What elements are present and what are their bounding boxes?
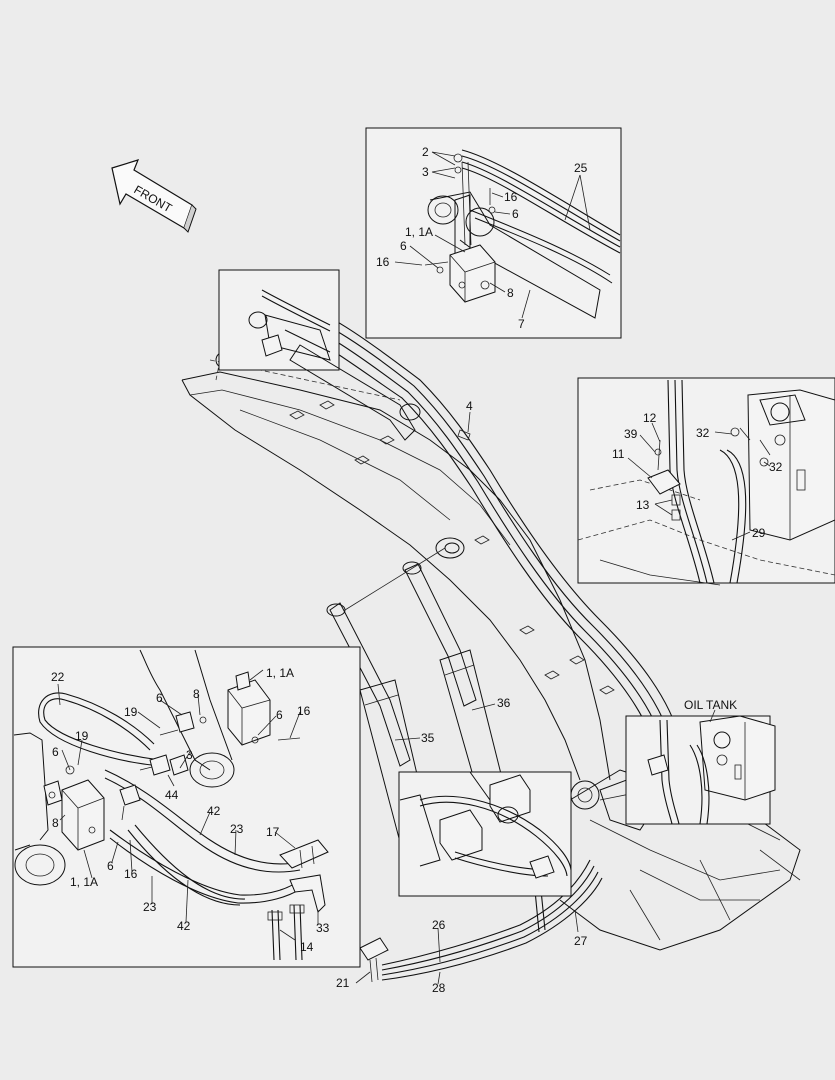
callout: 21 bbox=[336, 976, 350, 990]
inset-left-callouts: 22 1, 1A 6 8 16 19 6 19 3 44 6 8 42 23 1… bbox=[51, 666, 330, 954]
callout: 16 bbox=[376, 255, 390, 269]
inset-right-callouts: 12 39 32 11 32 13 29 bbox=[612, 411, 783, 540]
callout: 1, 1A bbox=[405, 225, 433, 239]
inset-right bbox=[577, 377, 835, 586]
callout: 6 bbox=[107, 859, 114, 873]
inset-cylinder-base bbox=[398, 771, 572, 897]
callout: 36 bbox=[497, 696, 511, 710]
callout: 39 bbox=[624, 427, 638, 441]
callout: 4 bbox=[466, 399, 473, 413]
callout: 23 bbox=[143, 900, 157, 914]
callout: 42 bbox=[177, 919, 191, 933]
callout: 17 bbox=[266, 825, 280, 839]
inset-left bbox=[12, 646, 361, 968]
callout: 3 bbox=[186, 748, 193, 762]
callout: 7 bbox=[518, 317, 525, 331]
oil-tank-label: OIL TANK bbox=[684, 698, 737, 712]
callout: 16 bbox=[297, 704, 311, 718]
callout: 33 bbox=[316, 921, 330, 935]
main-callouts: 4 36 35 26 27 21 28 bbox=[336, 399, 588, 995]
callout: 2 bbox=[422, 145, 429, 159]
callout: 29 bbox=[752, 526, 766, 540]
callout: 8 bbox=[193, 687, 200, 701]
callout: 22 bbox=[51, 670, 65, 684]
callout: 42 bbox=[207, 804, 221, 818]
callout: 19 bbox=[124, 705, 138, 719]
callout: 8 bbox=[52, 816, 59, 830]
callout: 3 bbox=[422, 165, 429, 179]
main-hose-bundle bbox=[254, 289, 681, 753]
boom-cylinder-36 bbox=[344, 547, 506, 801]
callout: 11 bbox=[612, 447, 625, 461]
callout: 6 bbox=[512, 207, 519, 221]
callout: 16 bbox=[124, 867, 138, 881]
callout: 23 bbox=[230, 822, 244, 836]
callout: 12 bbox=[643, 411, 657, 425]
callout: 6 bbox=[276, 708, 283, 722]
lower-hoses bbox=[359, 859, 603, 983]
callout: 14 bbox=[300, 940, 314, 954]
callout: 6 bbox=[400, 239, 407, 253]
callout: 44 bbox=[165, 788, 179, 802]
callout: 1, 1A bbox=[70, 875, 98, 889]
callout: 16 bbox=[504, 190, 518, 204]
callout: 6 bbox=[156, 691, 163, 705]
callout: 6 bbox=[52, 745, 59, 759]
inset-arm-cylinder bbox=[218, 269, 421, 441]
inset-top-callouts: 2 3 25 16 6 1, 1A 6 16 8 7 bbox=[376, 145, 588, 331]
callout: 25 bbox=[574, 161, 588, 175]
callout: 13 bbox=[636, 498, 650, 512]
callout: 8 bbox=[507, 286, 514, 300]
callout: 1, 1A bbox=[266, 666, 294, 680]
callout: 35 bbox=[421, 731, 435, 745]
oil-tank-area bbox=[625, 709, 776, 825]
callout: 32 bbox=[769, 460, 783, 474]
callout: 19 bbox=[75, 729, 89, 743]
callout: 27 bbox=[574, 934, 588, 948]
callout: 32 bbox=[696, 426, 710, 440]
front-direction-arrow: FRONT bbox=[111, 159, 197, 233]
callout: 26 bbox=[432, 918, 446, 932]
inset-top bbox=[365, 127, 622, 339]
callout: 28 bbox=[432, 981, 446, 995]
